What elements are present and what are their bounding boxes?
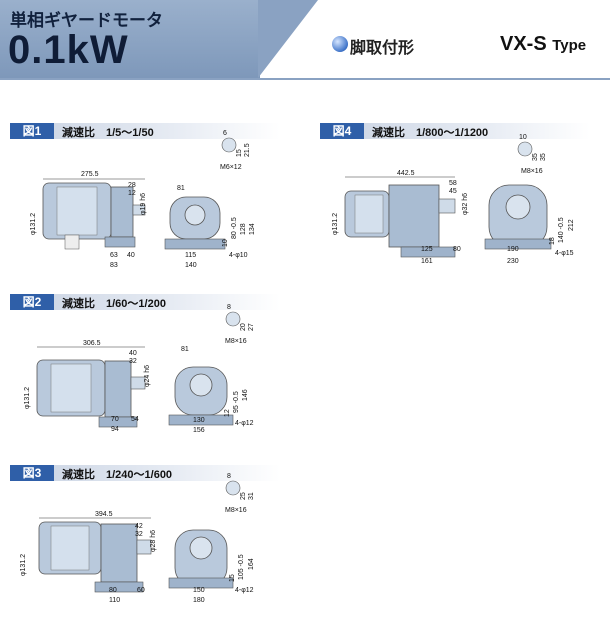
figure-1-header: 図1 減速比 1/5～1/50 xyxy=(10,123,280,139)
figure-3-ratio: 減速比 1/240～1/600 xyxy=(62,469,173,481)
f2-height: φ131.2 xyxy=(24,387,31,409)
f4-shaft-h: 140 -0.5 xyxy=(558,217,565,243)
f3-w-total: 180 xyxy=(193,597,205,604)
f1-key-a: 6 xyxy=(223,130,227,137)
figure-4-header: 図4 減速比 1/800～1/1200 xyxy=(320,123,590,139)
f4-screw: M8×16 xyxy=(521,168,543,175)
f4-shaft: φ32 h6 xyxy=(462,193,469,215)
f3-key-a: 8 xyxy=(227,473,231,480)
f3-length: 394.5 xyxy=(95,511,113,518)
f1-screw: M6×12 xyxy=(220,164,242,171)
title-banner xyxy=(0,0,610,80)
f1-h-mid: 134 xyxy=(249,223,256,235)
f4-foot-b: 161 xyxy=(421,258,433,265)
f4-d1: 58 xyxy=(449,180,457,187)
f3-base: 15 xyxy=(229,574,236,582)
f3-h-side: 164 xyxy=(248,558,255,570)
f2-key-a: 8 xyxy=(227,304,231,311)
f1-w-total: 140 xyxy=(185,262,197,269)
f2-h-side: 146 xyxy=(242,389,249,401)
f4-height: φ131.2 xyxy=(332,213,339,235)
f4-key-d: 35 xyxy=(540,153,547,161)
f3-shaft: φ28 h6 xyxy=(150,530,157,552)
f4-hole: 4-φ15 xyxy=(555,250,574,257)
figure-4-ratio: 減速比 1/800～1/1200 xyxy=(372,127,489,139)
f1-foot-b: 83 xyxy=(110,262,118,269)
f4-w-foot: 190 xyxy=(507,246,519,253)
f3-key-d: 31 xyxy=(248,492,255,500)
f2-w-foot: 130 xyxy=(193,417,205,424)
f2-w-top: 81 xyxy=(181,346,189,353)
f1-length: 275.5 xyxy=(81,171,99,178)
f2-w-total: 156 xyxy=(193,427,205,434)
f1-w-foot: 115 xyxy=(185,252,196,259)
figure-3-drawing: 394.5 42 32 φ28 h6 φ131.2 80 110 60 150 … xyxy=(20,473,255,604)
f4-key-a: 10 xyxy=(519,134,527,141)
f2-shaft-h: 95 -0.5 xyxy=(233,391,240,413)
figure-2-header: 図2 減速比 1/60～1/200 xyxy=(10,294,280,310)
mounting-type: 脚取付形 xyxy=(350,40,415,57)
bullet-icon xyxy=(332,36,348,52)
f1-foot-c: 40 xyxy=(127,252,135,259)
f3-d1: 42 xyxy=(135,523,143,530)
f2-key-c: 20 xyxy=(240,323,247,331)
f1-shaft: φ19 h6 xyxy=(140,193,147,215)
f4-foot-a: 125 xyxy=(421,246,433,253)
figure-1-label: 図1 xyxy=(10,123,54,139)
power-rating: 0.1kW xyxy=(8,28,129,72)
f4-length: 442.5 xyxy=(397,170,415,177)
f3-shaft-h: 105 -0.5 xyxy=(238,554,245,580)
f3-foot-a: 80 xyxy=(109,587,117,594)
f2-hole: 4-φ12 xyxy=(235,420,254,427)
f4-w-total: 230 xyxy=(507,258,519,265)
f3-w-foot: 150 xyxy=(193,587,205,594)
figure-2-ratio: 減速比 1/60～1/200 xyxy=(62,298,166,310)
f1-h-side: 128 xyxy=(240,223,247,235)
type-word: Type xyxy=(552,37,587,54)
f1-shaft-h: 80 -0.5 xyxy=(231,217,238,239)
f1-height: φ131.2 xyxy=(30,213,37,235)
f3-d2: 32 xyxy=(135,531,143,538)
f3-hole: 4-φ12 xyxy=(235,587,254,594)
f2-foot-b: 94 xyxy=(111,426,119,433)
figure-4-drawing: 442.5 58 45 φ32 h6 φ131.2 125 161 80 190… xyxy=(332,134,575,265)
f1-hole: 4-φ10 xyxy=(229,252,248,259)
f2-base: 12 xyxy=(224,409,231,417)
f2-shaft: φ24 h6 xyxy=(144,365,151,387)
f1-d2: 12 xyxy=(128,190,136,197)
f2-screw: M8×16 xyxy=(225,338,247,345)
f3-key-c: 25 xyxy=(240,492,247,500)
f3-screw: M8×16 xyxy=(225,507,247,514)
figure-1-ratio: 減速比 1/5～1/50 xyxy=(62,127,154,139)
f4-h-side: 212 xyxy=(568,219,575,231)
f2-d2: 32 xyxy=(129,358,137,365)
f3-foot-c: 60 xyxy=(137,587,145,594)
f2-key-d: 27 xyxy=(248,323,255,331)
f1-foot-a: 63 xyxy=(110,252,118,259)
f2-d1: 40 xyxy=(129,350,137,357)
figure-2-label: 図2 xyxy=(10,294,54,310)
f4-key-c: 35 xyxy=(532,153,539,161)
f1-key-c: 15 xyxy=(236,149,243,157)
f1-base: 10 xyxy=(222,239,229,247)
figure-3-label: 図3 xyxy=(10,465,54,481)
f4-d2: 45 xyxy=(449,188,457,195)
f1-key-d: 21.5 xyxy=(244,143,251,157)
product-subtitle: 単相ギヤードモータ xyxy=(10,11,163,30)
figure-4-label: 図4 xyxy=(320,123,364,139)
figure-2-drawing: 306.5 40 32 φ24 h6 φ131.2 70 94 54 81 13… xyxy=(24,304,255,434)
f4-base: 18 xyxy=(549,237,556,245)
figure-3-header: 図3 減速比 1/240～1/600 xyxy=(10,465,280,481)
f4-foot-c: 80 xyxy=(453,246,461,253)
figure-1-drawing: 275.5 28 12 φ19 h6 φ131.2 63 83 40 81 11… xyxy=(30,130,256,269)
f3-height: φ131.2 xyxy=(20,554,27,576)
f1-w-top: 81 xyxy=(177,185,185,192)
f2-foot-c: 54 xyxy=(131,416,139,423)
f3-foot-b: 110 xyxy=(109,597,120,604)
series-type: VX-S Type xyxy=(500,33,586,56)
f1-d1: 28 xyxy=(128,182,136,189)
f2-foot-a: 70 xyxy=(111,416,119,423)
f2-length: 306.5 xyxy=(83,340,101,347)
series-name: VX-S xyxy=(500,33,547,55)
